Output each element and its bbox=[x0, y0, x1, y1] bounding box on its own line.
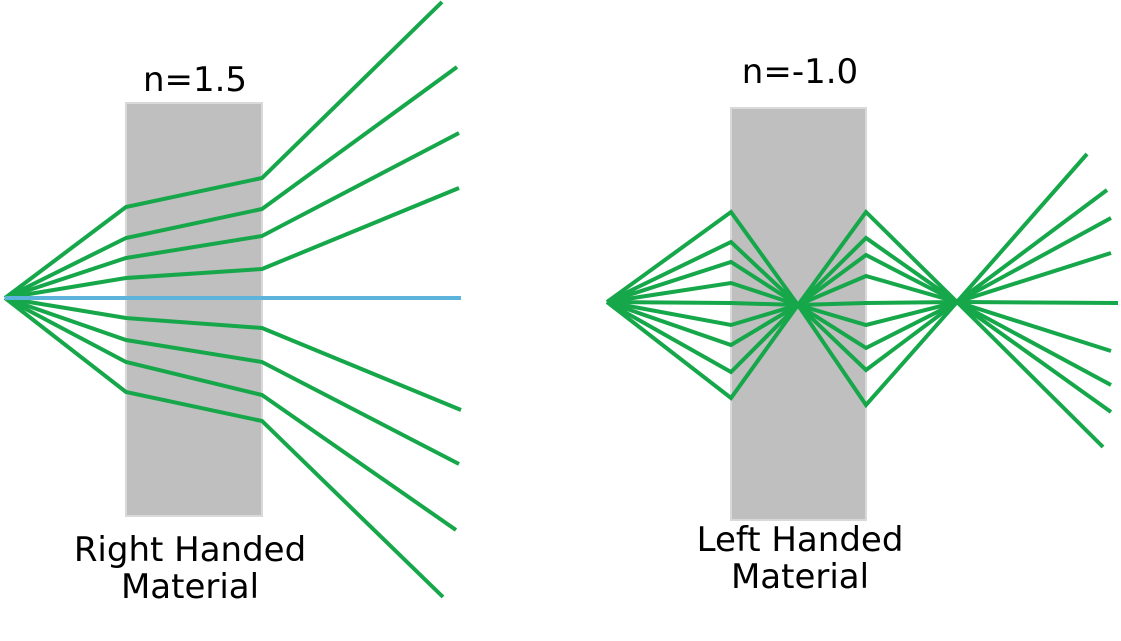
right-caption-line-1: Right Handed bbox=[73, 530, 307, 570]
right-ray-3 bbox=[4, 131, 460, 300]
left-ray-1 bbox=[605, 152, 1089, 309]
right-ray-1 bbox=[3, 0, 444, 300]
right-handed-material-caption: Right Handed Material bbox=[40, 530, 340, 608]
left-refractive-index-label: n=-1.0 bbox=[741, 52, 859, 92]
right-ray-4 bbox=[4, 186, 460, 300]
left-ray-9 bbox=[605, 299, 1105, 449]
left-ray-4 bbox=[606, 251, 1112, 308]
left-ray-3 bbox=[606, 216, 1112, 308]
left-handed-material-caption: Left Handed Material bbox=[650, 520, 950, 598]
right-ray-6 bbox=[4, 296, 460, 466]
left-ray-6 bbox=[606, 299, 1112, 353]
left-ray-7 bbox=[606, 299, 1112, 387]
right-handed-rays bbox=[3, 0, 462, 599]
right-handed-slab bbox=[125, 102, 263, 517]
left-ray-8 bbox=[606, 299, 1113, 414]
right-ray-7 bbox=[4, 296, 458, 532]
left-handed-rays bbox=[605, 152, 1119, 449]
left-caption-line-2: Material bbox=[730, 557, 870, 598]
left-handed-slab bbox=[730, 107, 867, 521]
right-ray-2 bbox=[4, 65, 459, 300]
right-ray-5 bbox=[4, 296, 462, 412]
left-caption-line-1: Left Handed bbox=[696, 520, 904, 560]
right-ray-8 bbox=[3, 296, 445, 599]
right-refractive-index-label: n=1.5 bbox=[142, 60, 248, 100]
right-caption-line-2: Material bbox=[120, 567, 260, 608]
left-ray-2 bbox=[606, 188, 1109, 308]
left-ray-5 bbox=[606, 299, 1119, 308]
